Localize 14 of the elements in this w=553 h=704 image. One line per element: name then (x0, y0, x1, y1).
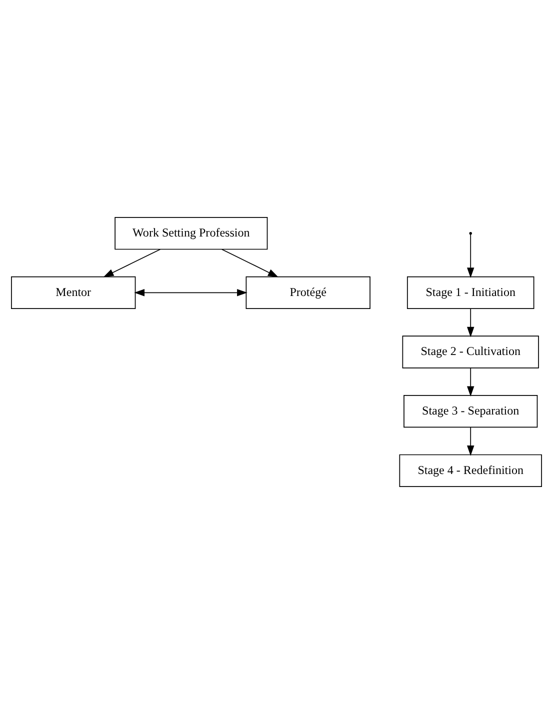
node-box: Stage 1 - Initiation (406, 276, 534, 309)
arrow (134, 289, 248, 296)
arrow (466, 308, 474, 338)
arrow (466, 368, 474, 397)
arrow (466, 234, 474, 278)
arrow (103, 248, 161, 278)
node-box: Protégé (246, 276, 370, 309)
arrow (466, 426, 474, 456)
node-box: Mentor (11, 276, 136, 309)
node-box: Work Setting Profession (114, 217, 268, 250)
node-box: Stage 2 - Cultivation (402, 336, 539, 368)
arrow (221, 248, 278, 278)
node-box: Stage 4 - Redefinition (399, 454, 542, 487)
node-box: Stage 3 - Separation (404, 395, 538, 428)
